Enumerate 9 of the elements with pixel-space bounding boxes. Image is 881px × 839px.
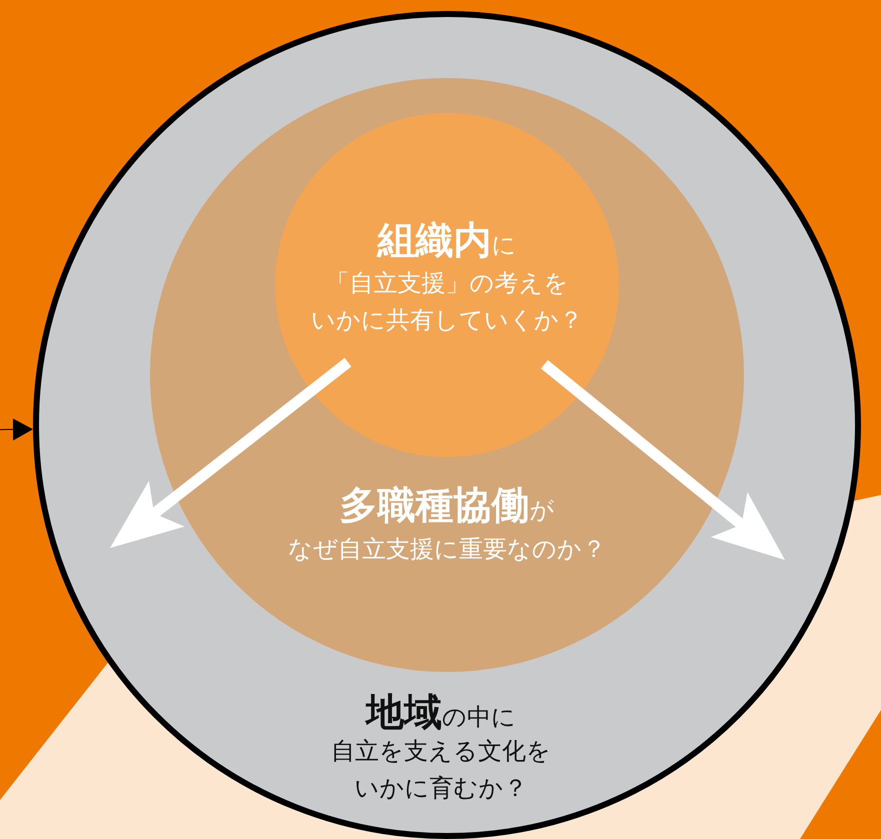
heading-text: 組織内に <box>376 218 518 264</box>
question-text: なぜ自立支援に重要なのか？ <box>287 534 607 565</box>
question-text: 「自立支援」の考えをいかに共有していくか？ <box>310 268 584 336</box>
heading-text: 地域の中に <box>364 690 517 736</box>
arrow <box>0 418 34 440</box>
question-text: 自立を支える文化をいかに育むか？ <box>330 736 552 804</box>
arrow <box>540 360 785 560</box>
arrow <box>110 358 352 548</box>
heading-text: 多職種協働が <box>338 483 556 529</box>
